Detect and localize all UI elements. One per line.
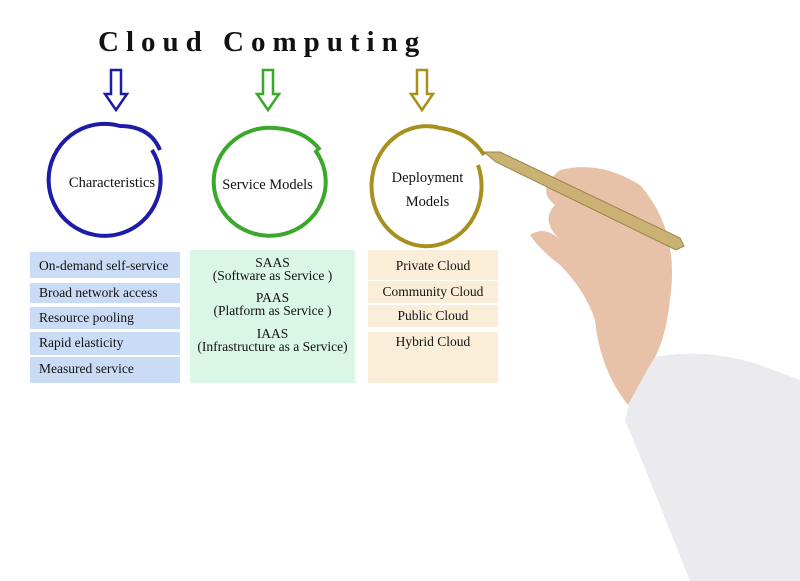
- list-item: Private Cloud: [368, 250, 498, 280]
- list-item: Public Cloud: [368, 305, 498, 327]
- list-item: PAAS(Platform as Service ): [190, 290, 355, 318]
- service-models-circle: [211, 125, 328, 238]
- list-item: Rapid elasticity: [30, 332, 180, 355]
- pen-icon: [482, 151, 685, 251]
- list-item: Community Cloud: [368, 281, 498, 303]
- list-item: Hybrid Cloud: [368, 332, 498, 383]
- arrow-down-icon: [408, 68, 436, 113]
- characteristics-circle: [46, 121, 163, 238]
- arrow-down-icon: [102, 68, 130, 113]
- service-name: PAAS: [255, 290, 290, 305]
- service-desc: (Platform as Service ): [213, 303, 332, 318]
- characteristics-label: Characteristics: [68, 175, 156, 191]
- list-item: Broad network access: [30, 283, 180, 303]
- service-models-box: [190, 250, 355, 383]
- deployment-models-circle: [369, 124, 486, 249]
- list-item: SAAS(Software as Service ): [190, 255, 355, 283]
- sleeve: [625, 353, 800, 581]
- deployment-models-label: Deployment Models: [375, 166, 480, 214]
- list-item: IAAS(Infrastructure as a Service): [190, 326, 355, 354]
- deployment-label-line2: Models: [405, 194, 450, 210]
- deployment-label-line1: Deployment: [391, 170, 464, 186]
- service-name: SAAS: [255, 255, 290, 270]
- list-item: Measured service: [30, 357, 180, 383]
- service-models-label: Service Models: [222, 177, 313, 193]
- page-title: Cloud Computing: [98, 26, 427, 58]
- list-item: On-demand self-service: [30, 252, 180, 278]
- arrow-down-icon: [254, 68, 282, 113]
- service-name: IAAS: [256, 326, 289, 341]
- service-desc: (Infrastructure as a Service): [197, 339, 348, 354]
- list-item: Resource pooling: [30, 307, 180, 329]
- service-desc: (Software as Service ): [212, 268, 333, 283]
